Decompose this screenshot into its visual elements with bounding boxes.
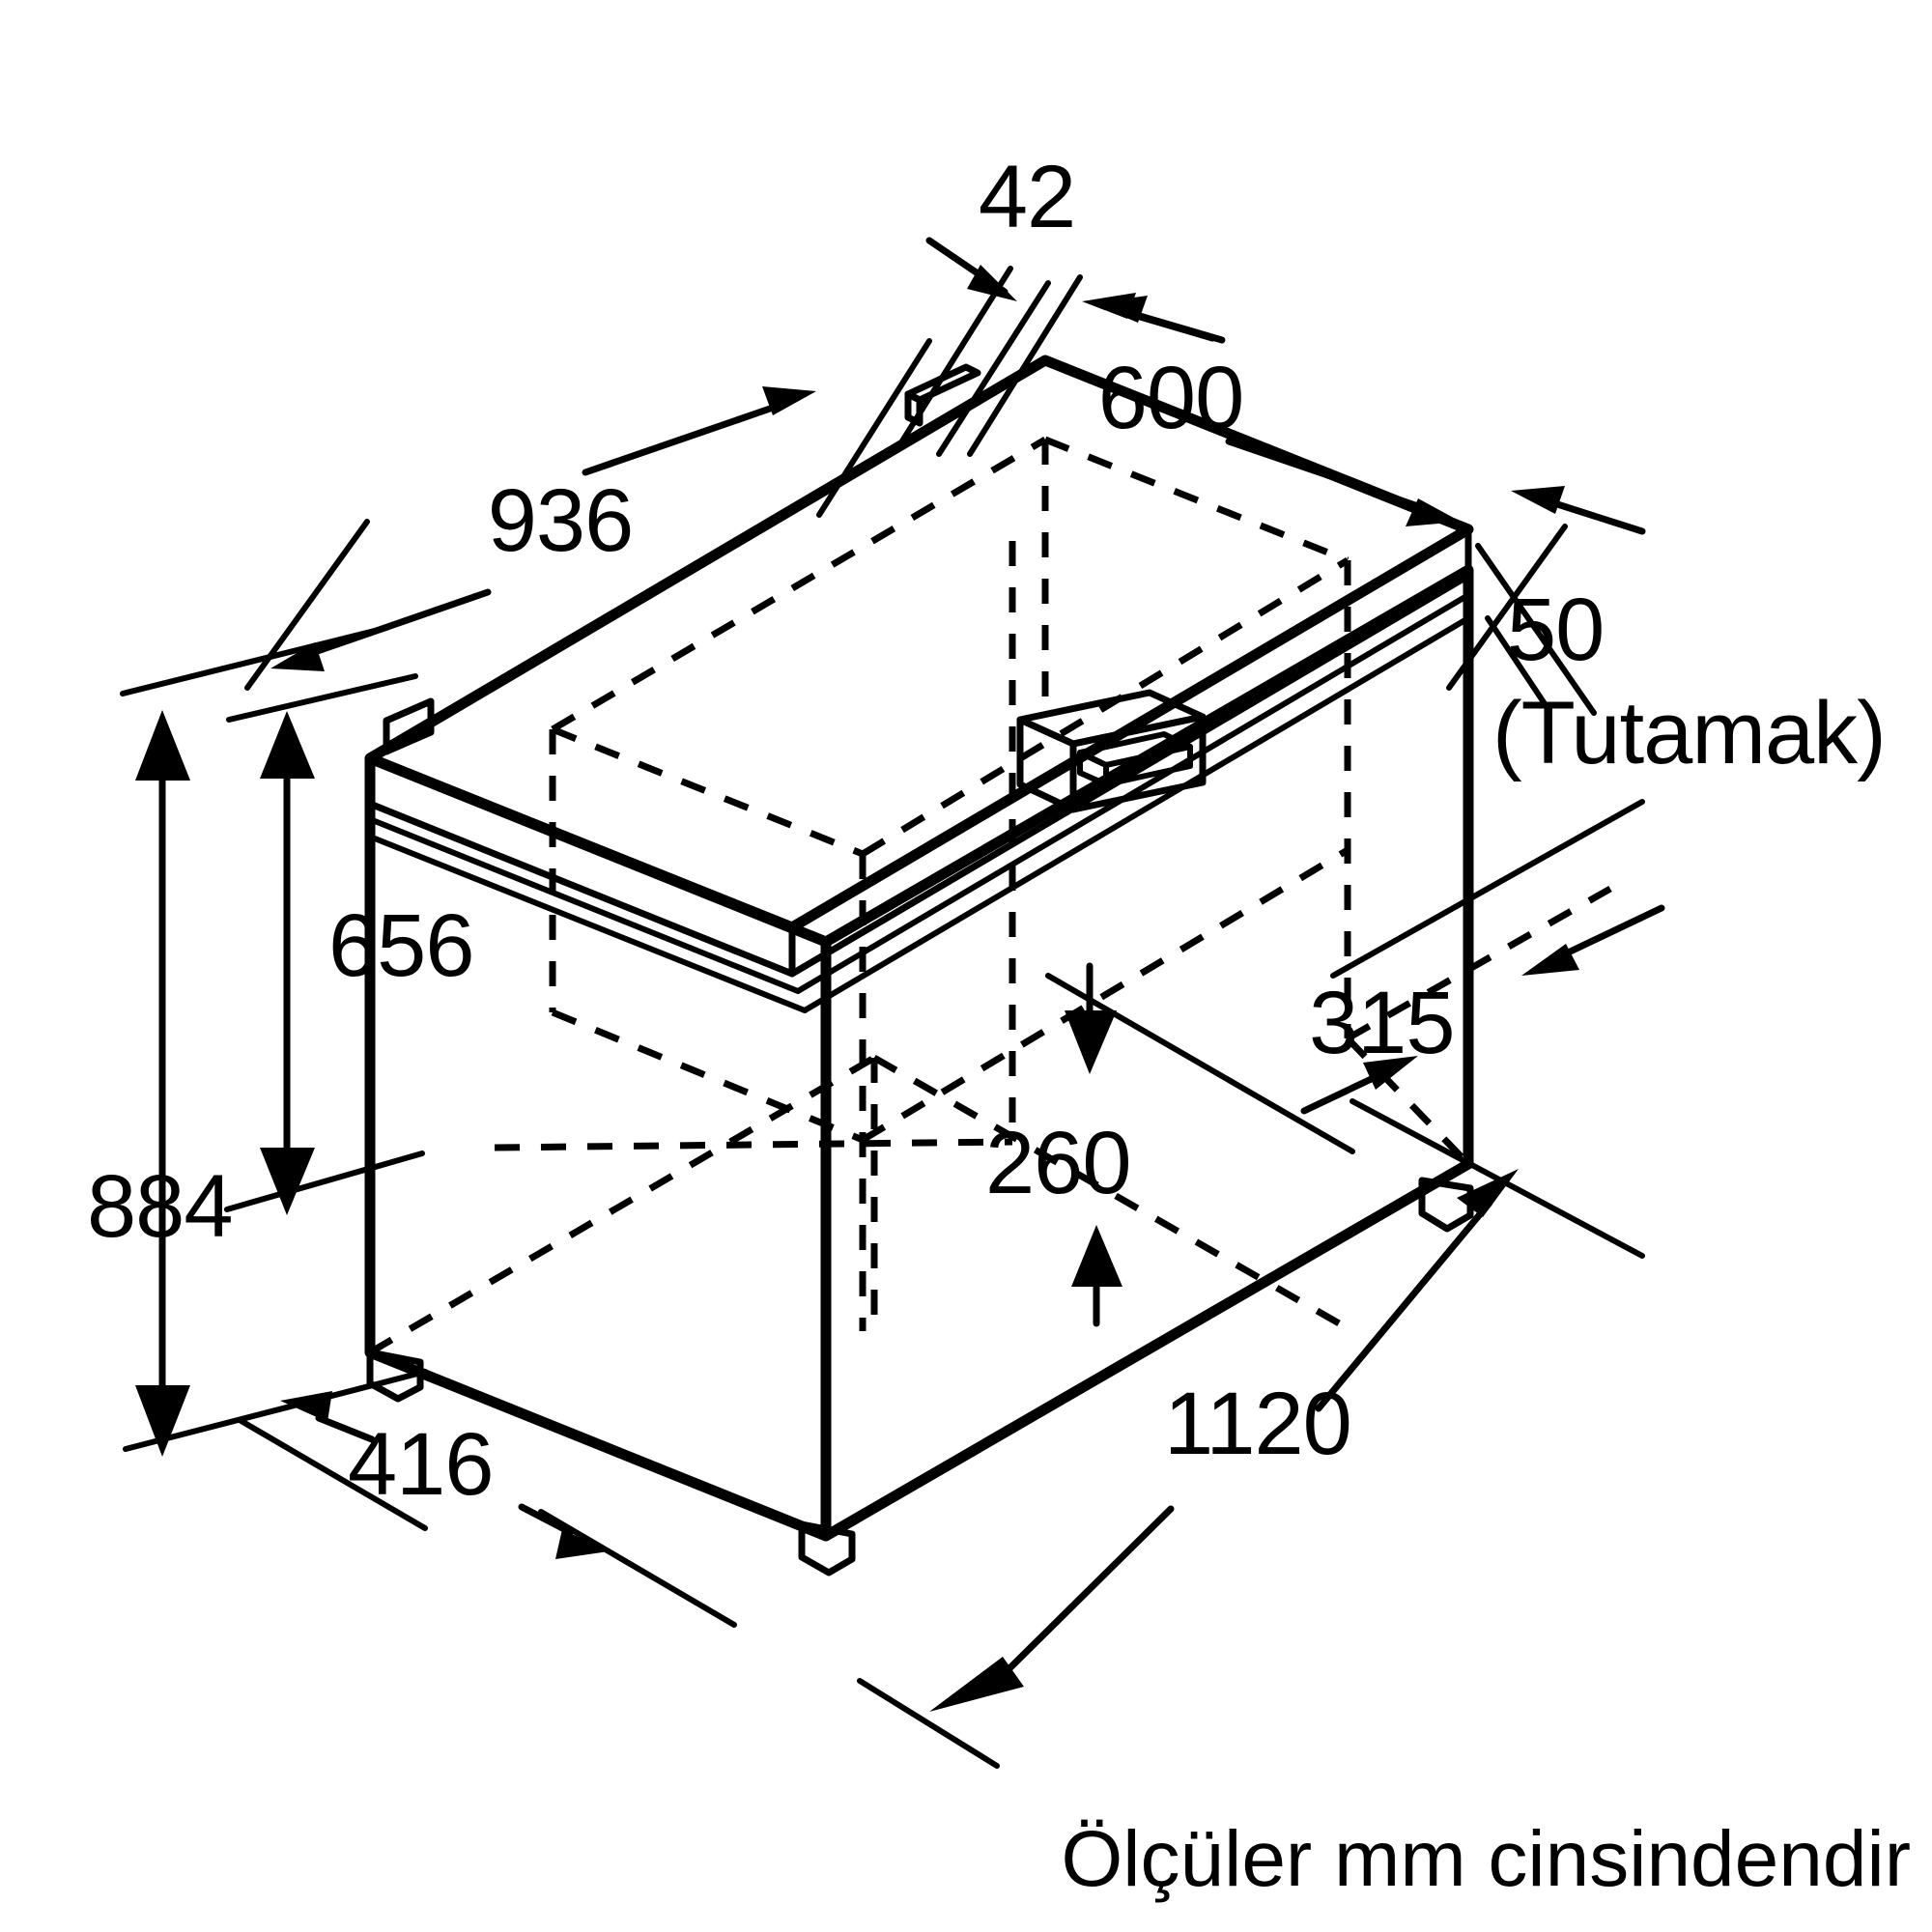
leader-315-lower — [1300, 1070, 1385, 1115]
arrowhead-600-left — [1092, 296, 1148, 323]
base-hidden-right — [1345, 1036, 1471, 1167]
dimension-884: 884 — [87, 625, 428, 1457]
arrowhead-600-right — [1406, 498, 1461, 526]
ext-line-656-top — [226, 673, 418, 723]
handle-recess-inner-front — [1103, 744, 1193, 787]
ext-line-42-a — [895, 266, 1013, 450]
ext-line-1120-left — [857, 1678, 1000, 1769]
dimension-label-1120: 1120 — [1164, 1375, 1351, 1473]
lid-seam-left — [367, 816, 801, 994]
dimension-315: 315 — [1045, 799, 1665, 1154]
dimension-label-tutamak: (Tutamak) — [1492, 684, 1886, 782]
cabinet-rim-left — [367, 834, 808, 1013]
inner-cavity-top-front — [551, 725, 865, 858]
liner-bottom-left — [551, 1009, 865, 1144]
ext-line-884-top — [120, 625, 389, 696]
ext-line-416-b — [538, 1509, 737, 1628]
dimension-50-handle: 50 (Tutamak) — [1475, 486, 1887, 782]
ext-line-315-b — [1045, 973, 1355, 1154]
lid-handle — [1016, 689, 1207, 813]
handle-recess-inner-side — [1077, 750, 1109, 787]
leader-416-left — [315, 1414, 376, 1443]
arrowhead-42-left — [967, 265, 1017, 301]
ext-line-50-a — [1475, 543, 1597, 716]
dimension-label-600: 600 — [1098, 349, 1244, 447]
liner-bottom-right — [861, 846, 1350, 1144]
leader-600-right — [1225, 438, 1422, 510]
inner-cavity-top-front-right — [861, 557, 1350, 857]
lid-hinge-tab-rear-edge — [904, 390, 923, 427]
arrowhead-884-bottom — [135, 1385, 190, 1457]
ext-line-600-a — [936, 280, 1051, 457]
arrowhead-50-upper — [1511, 486, 1565, 514]
rear-hidden-floor-left — [494, 1138, 1013, 1151]
dimension-label-42: 42 — [979, 148, 1075, 246]
dimension-600: 600 — [936, 280, 1568, 691]
arrowhead-936-right — [762, 386, 816, 415]
arrowhead-1120-left — [929, 1657, 1024, 1712]
dimension-label-416: 416 — [348, 1415, 494, 1514]
arrowhead-416-right — [555, 1529, 609, 1559]
dimension-416: 416 — [237, 1391, 737, 1628]
dimension-label-315: 315 — [1309, 974, 1455, 1072]
arrowhead-656-top — [260, 711, 315, 779]
dimension-label-884: 884 — [87, 1157, 233, 1256]
arrowhead-1120-right — [1457, 1169, 1519, 1217]
units-caption: Ölçüler mm cinsindendir — [1062, 1815, 1912, 1903]
freezer-body — [364, 355, 1612, 1577]
ext-line-50-b — [1485, 615, 1548, 708]
ext-line-42-b — [967, 274, 1083, 457]
foot-front-center — [798, 1520, 856, 1577]
inner-cavity-top-left — [551, 436, 1047, 733]
leader-315-upper — [1556, 904, 1665, 960]
cabinet-rim-right — [802, 615, 1471, 1013]
arrowhead-416-left — [280, 1391, 332, 1422]
lid-top-surface — [364, 355, 1474, 933]
arrowhead-315-lower — [1363, 1056, 1418, 1090]
base-hidden-inner-right — [1346, 885, 1612, 1042]
leader-1120-left — [991, 1505, 1175, 1687]
dimension-656: 656 — [224, 673, 475, 1215]
arrowhead-656-bottom — [260, 1148, 315, 1215]
lid-hinge-tab-left — [383, 697, 435, 755]
lid-thickness-right — [788, 526, 1472, 978]
ext-line-416-a — [237, 1417, 428, 1531]
arrowhead-260-upper — [1065, 1010, 1117, 1074]
dimension-936: 936 — [244, 338, 932, 691]
foot-front-left — [366, 1349, 424, 1403]
foot-front-right — [1418, 1177, 1474, 1233]
arrowhead-884-top — [135, 710, 190, 781]
handle-outer-front — [1069, 713, 1207, 813]
arrowhead-260-lower — [1071, 1225, 1122, 1287]
leader-600-left — [1129, 310, 1226, 344]
dimension-label-936: 936 — [488, 471, 634, 570]
leader-1120-right — [1315, 1199, 1493, 1412]
dimension-260: 260 — [985, 962, 1132, 1327]
inner-cavity-top-right — [1043, 436, 1350, 564]
rear-hidden-floor-diag-left — [368, 1054, 876, 1356]
ext-line-884-bottom — [123, 1369, 428, 1452]
leader-416-right — [518, 1503, 574, 1536]
dimension-1120: 1120 — [857, 1098, 1645, 1769]
dimension-label-260: 260 — [985, 1114, 1131, 1212]
dimension-label-50: 50 — [1507, 581, 1604, 679]
ext-line-936-a — [816, 338, 932, 518]
leader-50-upper — [1548, 498, 1646, 535]
leader-936-right — [582, 404, 777, 476]
ext-line-600-b — [1446, 524, 1568, 691]
ext-line-656-bottom — [224, 1151, 425, 1212]
lid-seam-right — [795, 592, 1471, 994]
leader-936-left — [308, 588, 492, 657]
ext-line-315-a — [1330, 799, 1645, 979]
ext-line-1120-right — [1350, 1098, 1645, 1259]
dimension-label-656: 656 — [328, 896, 474, 995]
arrowhead-315-upper — [1521, 944, 1579, 976]
